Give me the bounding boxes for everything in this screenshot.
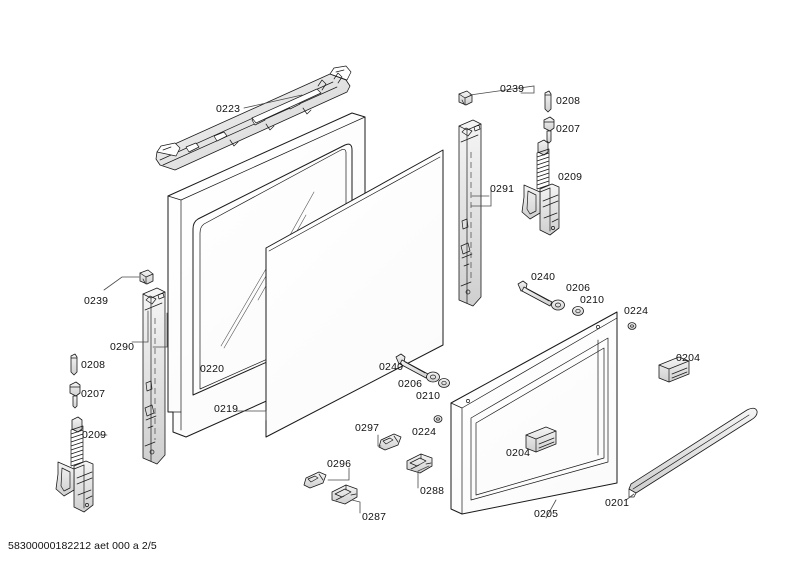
part-0205-outer-door-panel (450, 311, 618, 515)
part-0204-mounting-block-panel (525, 426, 557, 453)
part-0290-door-side-rail-left (142, 287, 166, 465)
part-label-0288: 0288 (420, 485, 445, 497)
part-label-0224-mid: 0224 (412, 426, 437, 438)
part-0208-hinge-pin-right (544, 90, 552, 113)
part-0206-washer-upper (551, 299, 565, 311)
part-label-0223: 0223 (216, 103, 241, 115)
part-label-0204-panel: 0204 (506, 447, 531, 459)
part-label-0208-right: 0208 (556, 95, 581, 107)
part-0287-bracket-clip-left (331, 484, 358, 505)
part-label-0205: 0205 (534, 508, 559, 520)
part-0291-door-side-rail-right (458, 119, 482, 307)
part-label-0206-upper: 0206 (566, 282, 591, 294)
part-label-0206-lower: 0206 (398, 378, 423, 390)
part-label-0219: 0219 (214, 403, 239, 415)
part-0296-spacer-clip (303, 471, 327, 489)
part-label-0220: 0220 (200, 363, 225, 375)
part-0219-door-glass-pane (265, 149, 444, 438)
part-label-0290: 0290 (110, 341, 135, 353)
part-label-0240-upper: 0240 (531, 271, 556, 283)
part-label-0201: 0201 (605, 497, 630, 509)
part-0239-hinge-clip-left (139, 269, 154, 285)
part-label-0297: 0297 (355, 422, 380, 434)
leader-lines (99, 85, 635, 519)
part-0209-door-hinge-right (521, 139, 560, 236)
part-label-0207-left: 0207 (81, 388, 106, 400)
part-label-0209-right: 0209 (558, 171, 583, 183)
part-label-0224-right: 0224 (624, 305, 649, 317)
part-0207-hinge-bush-left (69, 381, 81, 409)
part-label-0239-right: 0239 (500, 83, 525, 95)
part-0210-nut-upper (572, 306, 584, 316)
part-label-0210-upper: 0210 (580, 294, 605, 306)
part-0208-hinge-pin-left (70, 353, 78, 376)
part-label-0209-left: 0209 (82, 429, 107, 441)
part-label-0207-right: 0207 (556, 123, 581, 135)
part-0223-top-trim-rail (155, 65, 352, 171)
part-0224-fastener-mid (433, 415, 443, 423)
part-label-0287: 0287 (362, 511, 387, 523)
part-0207-hinge-bush-right (543, 116, 555, 144)
part-0224-fastener-right (627, 322, 637, 330)
part-0204-mounting-block-loose (658, 356, 690, 383)
part-label-0210-lower: 0210 (416, 390, 441, 402)
part-0201-door-handle-bar (628, 407, 758, 498)
part-0240-screw-upper (517, 280, 553, 307)
sheet-footer-reference: 58300000182212 aet 000 a 2/5 (8, 540, 157, 552)
part-0240-screw-lower (395, 353, 429, 379)
part-0239-hinge-clip-right (458, 90, 473, 106)
part-label-0208-left: 0208 (81, 359, 106, 371)
part-label-0239-left: 0239 (84, 295, 109, 307)
part-label-0204-loose: 0204 (676, 352, 701, 364)
part-label-0291: 0291 (490, 183, 515, 195)
part-0288-bracket-clip-right (406, 453, 433, 474)
part-0206-washer-lower (426, 371, 440, 383)
part-label-0240-lower: 0240 (379, 361, 404, 373)
part-label-0296: 0296 (327, 458, 352, 470)
part-0209-door-hinge-left (55, 416, 94, 513)
part-0210-nut-lower (438, 378, 450, 388)
part-0297-retainer-clip (378, 433, 402, 451)
